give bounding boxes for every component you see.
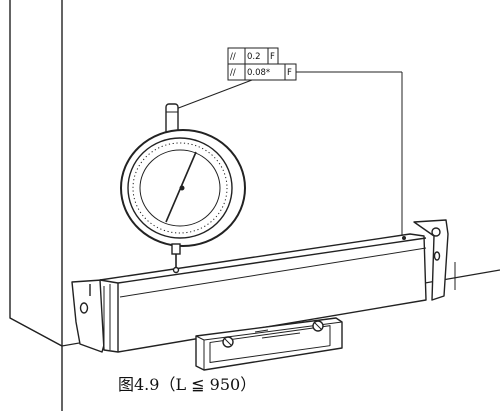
datum-label: F: [270, 52, 275, 62]
leader-lines: [167, 71, 403, 236]
datum-label: F: [287, 68, 292, 78]
scale-body: [71, 219, 449, 371]
parallelism-symbol: //: [230, 52, 236, 62]
tolerance-value: 0.2: [247, 52, 261, 62]
tolerance-frame-2: // 0.08* F: [227, 63, 297, 81]
figure-caption: 图4.9（L ≦ 950）: [118, 375, 257, 394]
dial-indicator: [120, 103, 246, 274]
parallelism-symbol: //: [230, 68, 236, 78]
tolerance-value: 0.08*: [247, 68, 270, 78]
tolerance-frame-1: // 0.2 F: [227, 47, 279, 65]
